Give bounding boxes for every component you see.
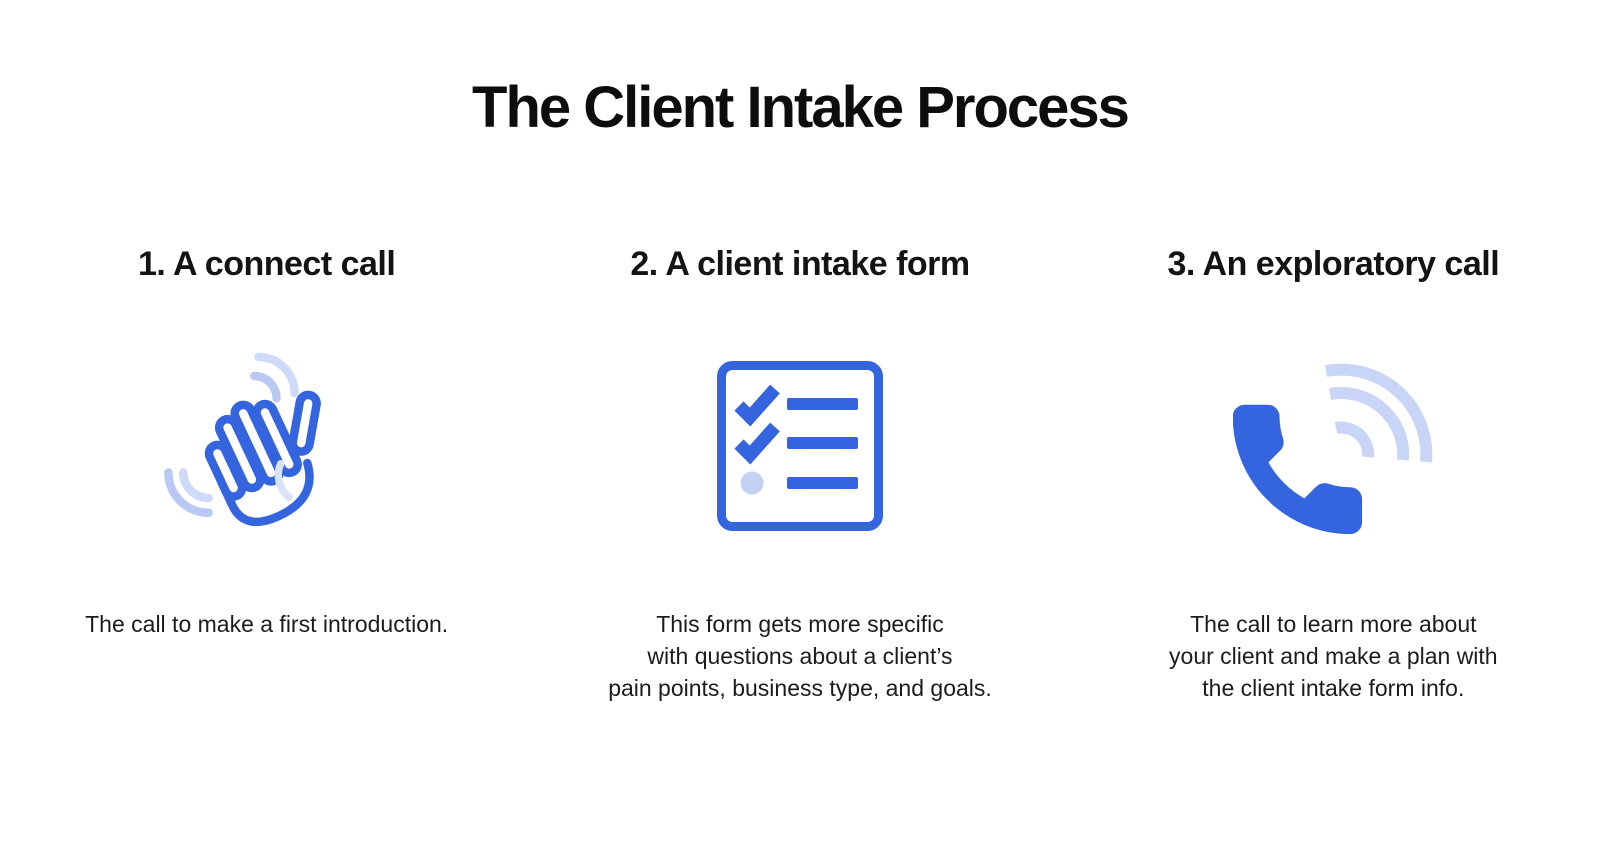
step-2-client-intake-form: 2. A client intake form This form gets m… bbox=[533, 238, 1066, 704]
phone-call-graphic bbox=[1233, 363, 1433, 535]
step-1-description: The call to make a first introduction. bbox=[85, 611, 449, 637]
step-3-exploratory-call: 3. An exploratory call The call to learn… bbox=[1067, 238, 1600, 704]
step-1-heading: 1. A connect call bbox=[138, 245, 396, 283]
waving-hand-icon bbox=[155, 290, 379, 602]
step-1-connect-call: 1. A connect call bbox=[0, 238, 533, 704]
step-2-description: This form gets more specific with questi… bbox=[608, 611, 992, 701]
step-2-heading: 2. A client intake form bbox=[630, 245, 970, 283]
step-3-heading: 3. An exploratory call bbox=[1167, 245, 1500, 283]
page-title: The Client Intake Process bbox=[472, 75, 1130, 140]
step-3-description: The call to learn more about your client… bbox=[1169, 611, 1498, 701]
phone-call-icon bbox=[1233, 290, 1433, 602]
waving-hand-graphic bbox=[163, 352, 321, 527]
steps-row: 1. A connect call bbox=[0, 238, 1600, 704]
checklist-icon bbox=[716, 290, 883, 602]
checklist-graphic bbox=[716, 361, 883, 531]
